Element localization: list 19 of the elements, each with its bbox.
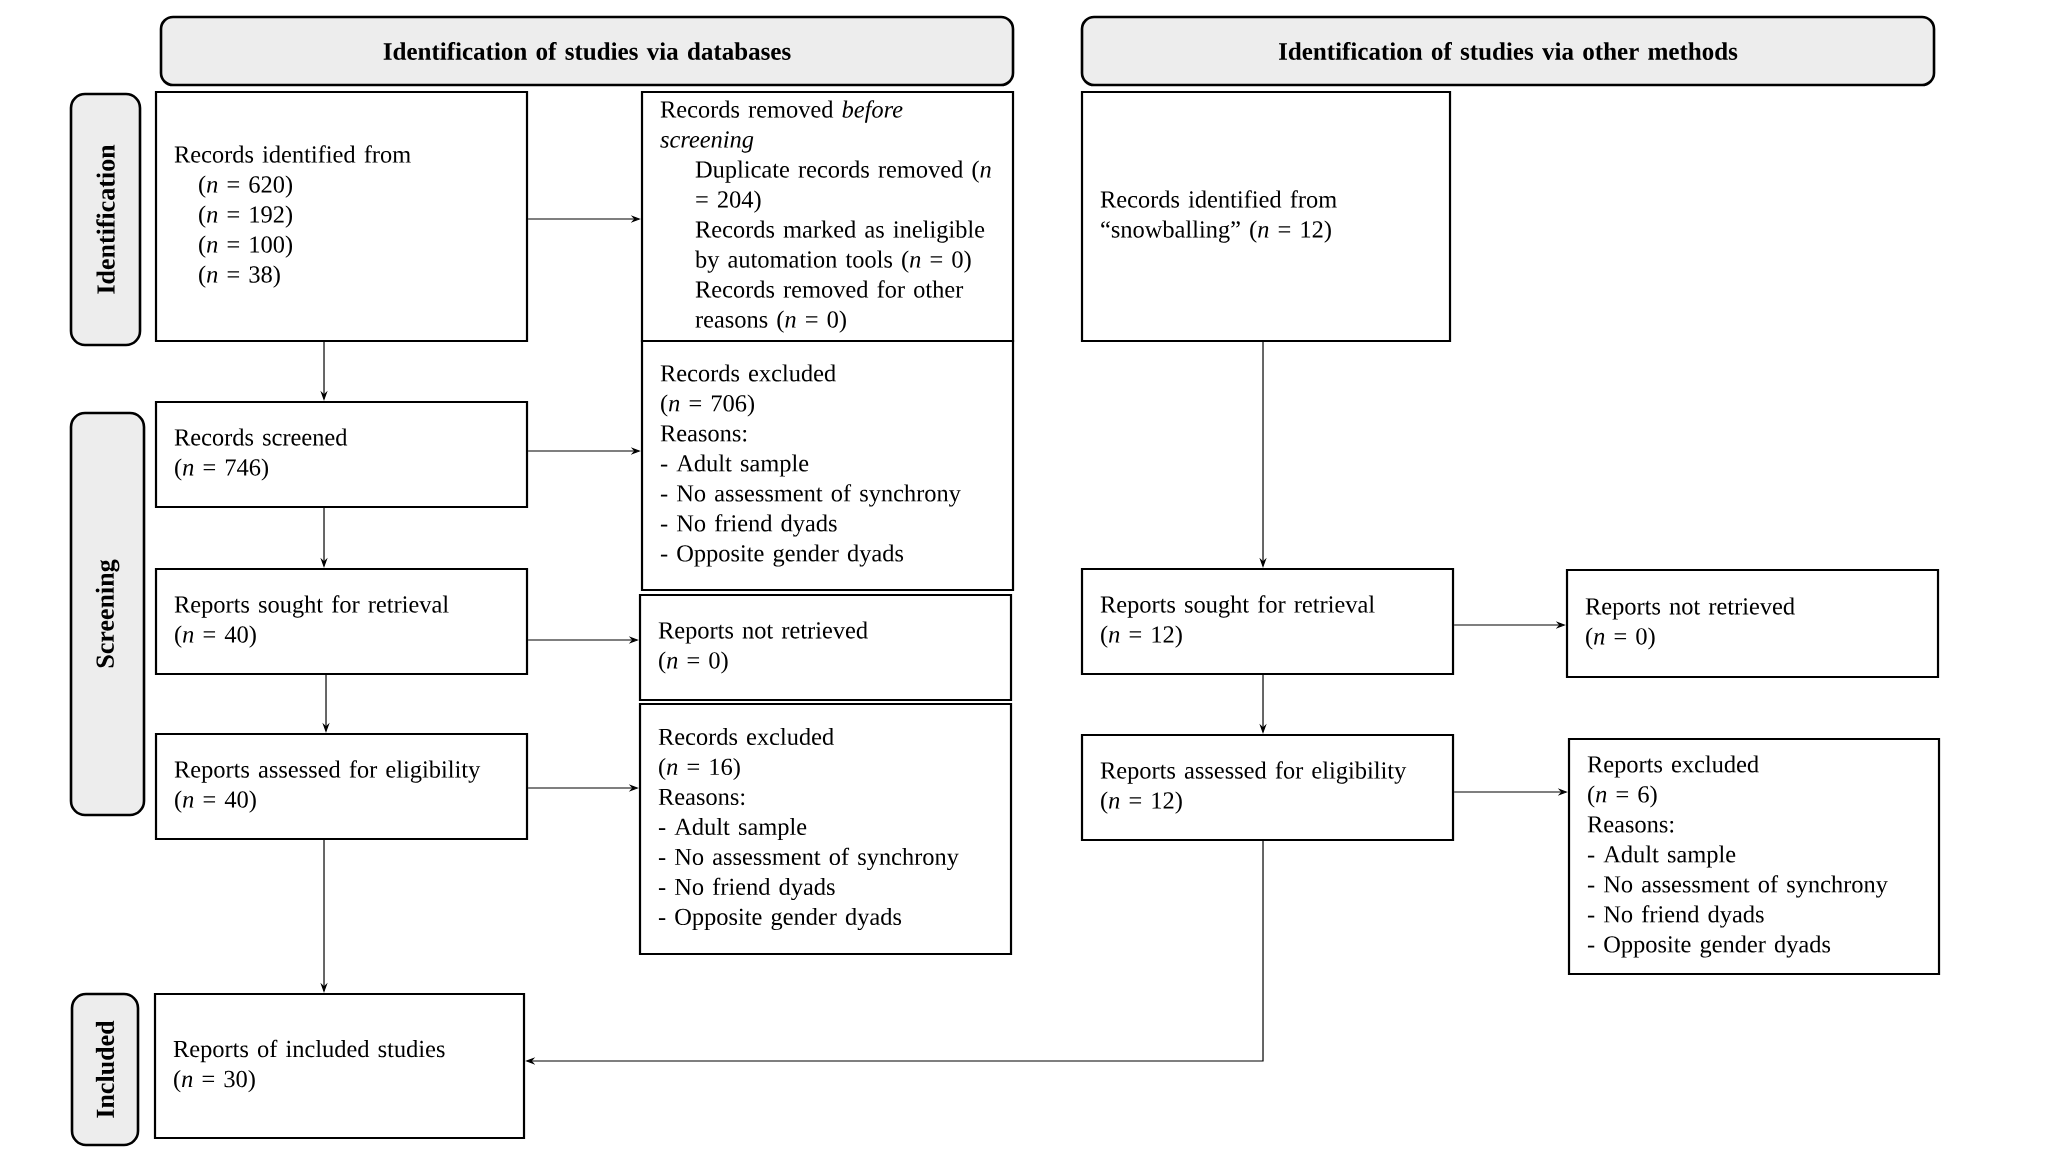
column-header: Identification of studies via other methods — [1080, 15, 1936, 87]
process-box: Records excluded (n = 706) Reasons: - Adult sample - No assessment of synchrony - No friend dyads - Opposite gender dyads — [640, 339, 1015, 592]
process-box: Reports excluded (n = 6) Reasons: - Adult sample - No assessment of synchrony - No friend dyads - Opposite gender dyads — [1567, 737, 1941, 976]
process-box: Records excluded (n = 16) Reasons: - Adult sample - No assessment of synchrony - No friend dyads - Opposite gender dyads — [638, 702, 1013, 956]
phase-label: Identification — [69, 92, 142, 347]
process-box: Records identified from “snowballing” (n = 12) — [1080, 90, 1452, 343]
process-box: Reports not retrieved (n = 0) — [1565, 568, 1940, 679]
process-box: Reports not retrieved (n = 0) — [638, 593, 1013, 702]
column-header: Identification of studies via databases — [159, 15, 1015, 87]
process-box: Reports assessed for eligibility (n = 12) — [1080, 733, 1455, 842]
process-box: Reports assessed for eligibility (n = 40) — [154, 732, 529, 841]
process-box: Records removed before screening Duplicate records removed (n = 204) Records marked as ineligible by automation tools (n = 0) Records removed for other reasons (n = 0) — [640, 90, 1015, 343]
process-box: Reports of included studies (n = 30) — [153, 992, 526, 1140]
process-box: Records identified from (n = 620) (n = 192) (n = 100) (n = 38) — [154, 90, 529, 343]
process-box: Reports sought for retrieval (n = 40) — [154, 567, 529, 676]
phase-label: Included — [70, 992, 140, 1147]
process-box: Reports sought for retrieval (n = 12) — [1080, 567, 1455, 676]
process-box: Records screened (n = 746) — [154, 400, 529, 509]
phase-label: Screening — [69, 411, 146, 817]
